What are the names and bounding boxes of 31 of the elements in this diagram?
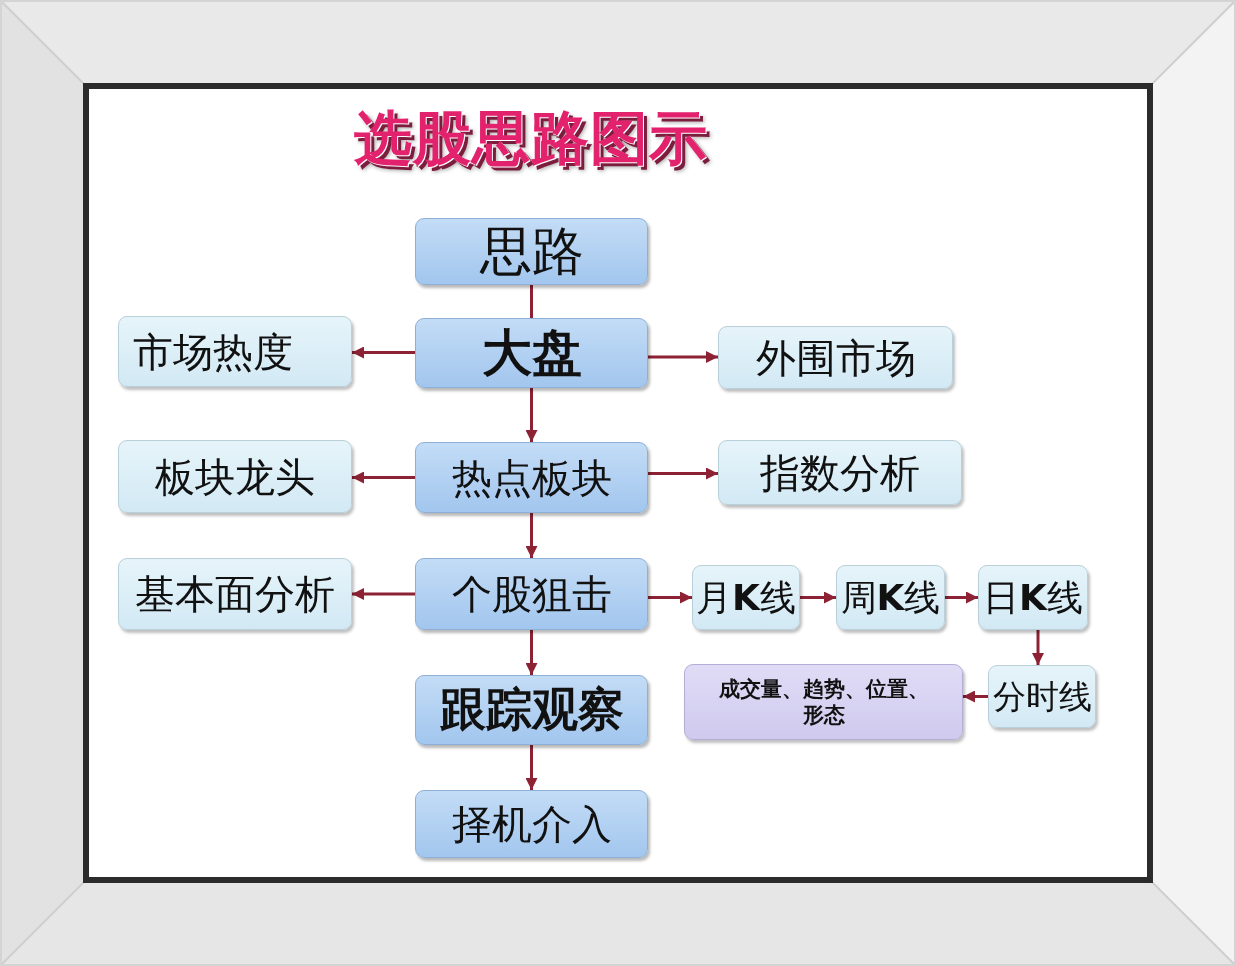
branch-box: 基本面分析: [118, 558, 352, 630]
branch-box: 分时线: [988, 665, 1096, 728]
branch-box: 日K线: [978, 565, 1088, 630]
note-box: 成交量、趋势、位置、形态: [684, 664, 963, 740]
connector-line: [530, 285, 533, 318]
arrow: [945, 591, 978, 604]
arrow: [525, 745, 538, 790]
arrow: [352, 346, 415, 359]
process-box: 大盘: [415, 318, 648, 388]
branch-box: 指数分析: [718, 440, 962, 505]
branch-box: 外围市场: [718, 326, 953, 389]
process-box: 个股狙击: [415, 558, 648, 630]
branch-box: 周K线: [836, 565, 945, 630]
branch-box: 市场热度: [118, 316, 352, 387]
arrow: [800, 591, 836, 604]
arrow: [648, 591, 692, 604]
title: 选股思路图示: [354, 103, 709, 172]
process-box: 跟踪观察: [415, 675, 648, 745]
arrow: [352, 471, 415, 484]
arrow: [1032, 630, 1044, 665]
arrow: [525, 630, 538, 675]
arrow: [525, 388, 538, 442]
arrow: [525, 513, 538, 558]
process-box: 热点板块: [415, 442, 648, 513]
process-box: 择机介入: [415, 790, 648, 858]
process-box: 思路: [415, 218, 648, 285]
arrow: [648, 467, 718, 480]
arrow: [648, 351, 718, 363]
arrow: [963, 690, 988, 703]
branch-box: 板块龙头: [118, 440, 352, 513]
arrow: [352, 588, 415, 600]
